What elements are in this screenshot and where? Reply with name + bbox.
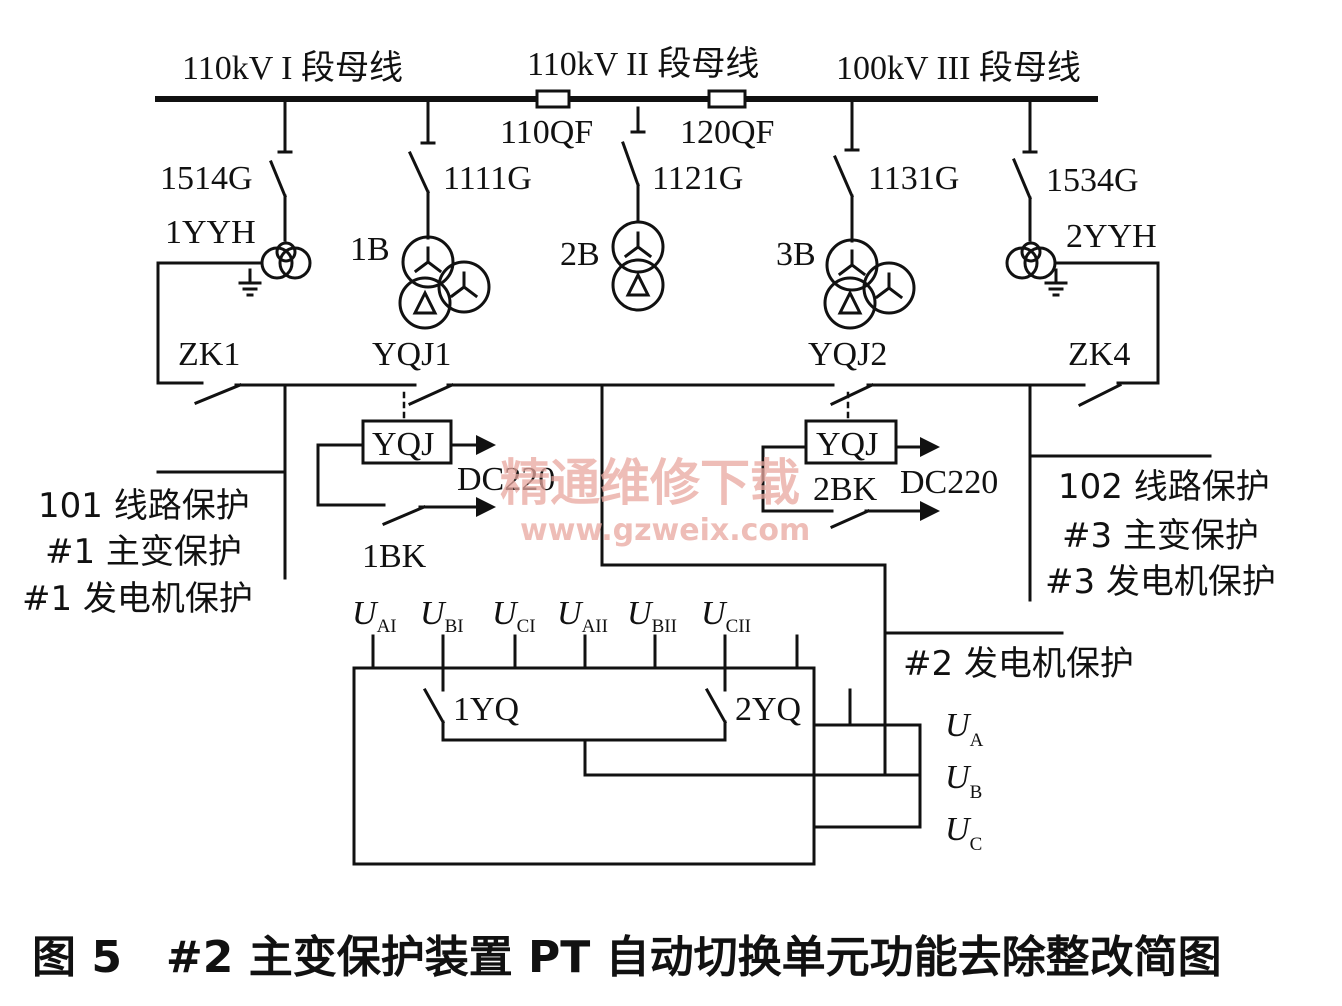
breaker-110qf-label: 110QF <box>500 114 593 151</box>
breaker-120qf-label: 120QF <box>680 114 774 151</box>
gen2-feeder-line <box>600 383 1064 777</box>
contact-zk1-label: ZK1 <box>178 336 240 373</box>
watermark-url: www.gzweix.com <box>520 513 810 548</box>
breaker-110qf <box>535 89 571 109</box>
disconnector-1131g <box>833 97 860 243</box>
switch-1yq <box>422 687 446 742</box>
disconnector-1514g-label: 1514G <box>160 160 253 197</box>
supply-dc220-right: DC220 <box>900 464 998 501</box>
gen2-label: #2 发电机保护 <box>903 644 1134 684</box>
transformer-3b-symbol <box>823 238 916 330</box>
transformer-1b-label: 1B <box>350 231 390 268</box>
bus3-label: 100kV III 段母线 <box>836 49 1081 87</box>
watermark-cn: 精通维修下载 <box>500 454 800 512</box>
switch-2yq-label: 2YQ <box>735 691 801 728</box>
contact-yqj2-label: YQJ2 <box>808 336 887 373</box>
transformer-1b-symbol <box>398 235 491 330</box>
unit-input-terminals <box>371 634 799 692</box>
disconnector-1111g-label: 1111G <box>443 160 532 197</box>
secondary-voltage-bus <box>156 381 1160 408</box>
contact-2bk-label: 2BK <box>813 471 878 508</box>
input-label-ucii: UCII <box>701 595 751 637</box>
left-group-line1: 101 线路保护 <box>38 486 250 526</box>
transformer-3b-label: 3B <box>776 236 816 273</box>
switch-1yq-label: 1YQ <box>453 691 519 728</box>
contact-1bk-label: 1BK <box>362 538 427 575</box>
supply-dc220-left: DC220 <box>457 461 555 498</box>
transformer-2b-label: 2B <box>560 236 600 273</box>
input-label-uci: UCI <box>492 595 536 637</box>
right-group-line1: 102 线路保护 <box>1058 467 1270 507</box>
disconnector-1131g-label: 1131G <box>868 160 959 197</box>
left-group-line3: #1 发电机保护 <box>22 579 253 619</box>
contact-yqj1-label: YQJ1 <box>372 336 451 373</box>
bus1-label: 110kV I 段母线 <box>182 49 403 87</box>
contact-zk4-label: ZK4 <box>1068 336 1130 373</box>
right-feeder-line <box>1028 386 1212 602</box>
switch-2yq <box>704 687 728 742</box>
input-label-ubi: UBI <box>420 595 464 637</box>
left-group-line2: #1 主变保护 <box>45 532 242 572</box>
bus2-label: 110kV II 段母线 <box>527 45 759 83</box>
right-group-line3: #3 发电机保护 <box>1045 562 1276 602</box>
input-label-ubii: UBII <box>627 595 677 637</box>
unit-internal-wiring <box>441 688 922 829</box>
breaker-120qf <box>707 89 747 109</box>
relay-yqj-left-label: YQJ <box>372 426 434 463</box>
transformer-2b-symbol <box>611 220 665 312</box>
disconnector-1534g-label: 1534G <box>1046 162 1139 199</box>
pt-2yyh-symbol <box>1005 241 1160 385</box>
disconnector-1121g-label: 1121G <box>652 160 743 197</box>
disconnector-1111g <box>408 97 436 240</box>
output-label-ub: UB <box>945 759 982 803</box>
relay-yqj-left <box>361 419 453 465</box>
relay-yqj-right-label: YQJ <box>816 426 878 463</box>
figure-caption: 图 5 #2 主变保护装置 PT 自动切换单元功能去除整改简图 <box>32 932 1222 983</box>
left-feeder-line <box>156 386 287 580</box>
relay-left-wiring <box>316 435 496 526</box>
output-label-uc: UC <box>945 811 982 855</box>
disconnector-1534g <box>1012 97 1038 242</box>
output-label-ua: UA <box>945 707 984 751</box>
right-group-line2: #3 主变保护 <box>1062 516 1259 556</box>
pt-1yyh-symbol <box>156 241 312 385</box>
pt-1yyh-label: 1YYH <box>165 214 256 251</box>
input-label-uai: UAI <box>352 595 397 637</box>
disconnector-1514g <box>269 97 293 242</box>
disconnector-1121g <box>621 106 646 224</box>
pt-2yyh-label: 2YYH <box>1066 218 1157 255</box>
input-label-uaii: UAII <box>557 595 608 637</box>
relay-right-wiring <box>761 437 940 529</box>
relay-yqj-right <box>804 419 898 465</box>
